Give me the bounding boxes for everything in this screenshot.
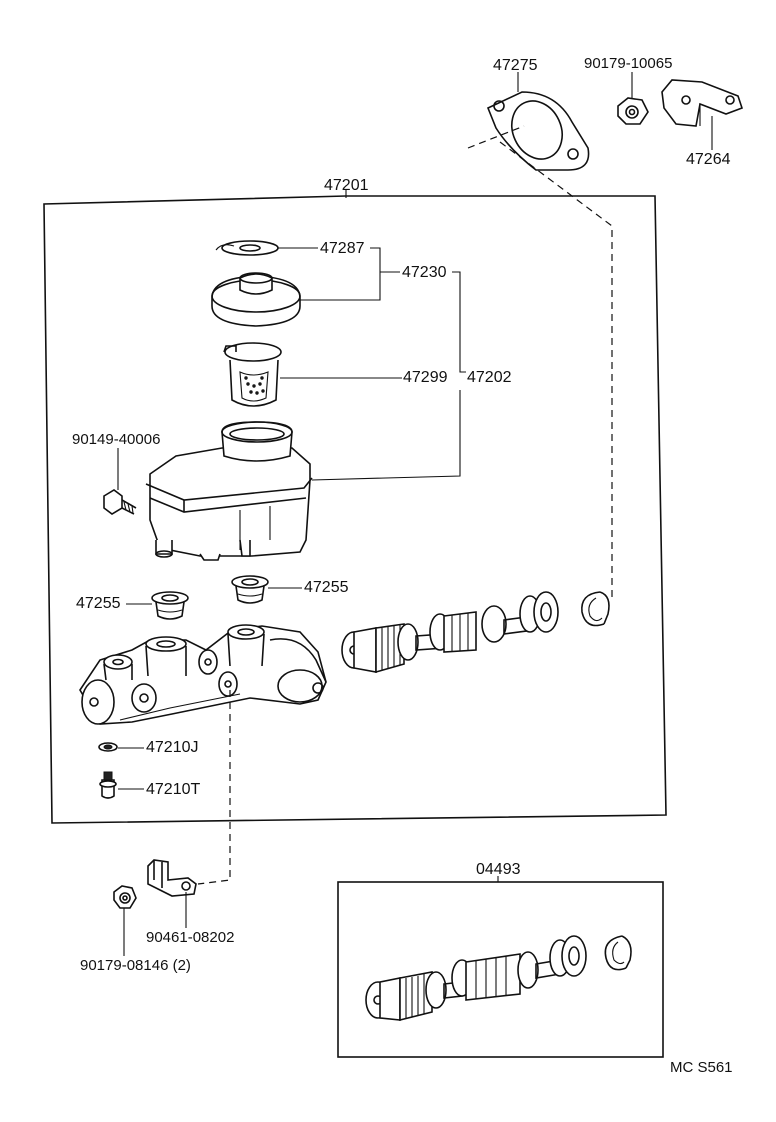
label-47210T[interactable]: 47210T: [146, 781, 200, 798]
leader-dashed-bracket: [197, 690, 231, 885]
kit-frame-04493: [337, 881, 664, 1058]
piston-assembly-main: [341, 591, 559, 674]
label-04493[interactable]: 04493: [476, 861, 521, 878]
grommet-47255-left: [151, 591, 189, 620]
label-47275[interactable]: 47275: [493, 57, 538, 74]
assembly-frame-47201: [43, 195, 667, 824]
snap-ring-main: [581, 591, 610, 627]
figure-code: MC S561: [670, 1059, 733, 1076]
label-47255-left[interactable]: 47255: [76, 595, 121, 612]
bleeder-screw-47210T: [99, 771, 117, 799]
label-90179-08146[interactable]: 90179-08146 (2): [80, 957, 191, 974]
label-47299[interactable]: 47299: [403, 369, 448, 386]
screw-90149-40006: [103, 489, 137, 515]
label-90149-40006[interactable]: 90149-40006: [72, 431, 160, 448]
seal-47287: [215, 240, 279, 256]
gasket-47275: [486, 91, 590, 171]
reservoir-47202: [145, 421, 313, 561]
cap-47230: [211, 272, 301, 327]
nut-90179-10065: [617, 97, 649, 125]
label-47202[interactable]: 47202: [467, 369, 512, 386]
label-47201[interactable]: 47201: [324, 177, 369, 194]
leader-dashed-gasket-snapring: [499, 141, 613, 602]
bracket-47264: [661, 79, 744, 127]
leader-dashed-gasket: [467, 125, 525, 149]
label-47255-right[interactable]: 47255: [304, 579, 349, 596]
label-47264[interactable]: 47264: [686, 151, 731, 168]
label-47287[interactable]: 47287: [320, 240, 365, 257]
strainer-47299: [223, 342, 282, 407]
nut-47210J: [98, 742, 118, 752]
piston-kit-04493: [365, 935, 587, 1022]
master-cylinder-body: [79, 624, 327, 725]
grommet-47255-right: [231, 575, 269, 604]
label-90179-10065[interactable]: 90179-10065: [584, 55, 672, 72]
bracket-90461-08202: [147, 859, 197, 897]
snap-ring-kit: [604, 935, 632, 971]
label-47230[interactable]: 47230: [402, 264, 447, 281]
nut-90179-08146: [113, 885, 137, 909]
label-90461-08202[interactable]: 90461-08202: [146, 929, 234, 946]
label-47210J[interactable]: 47210J: [146, 739, 199, 756]
strainer-mesh: [239, 371, 269, 402]
